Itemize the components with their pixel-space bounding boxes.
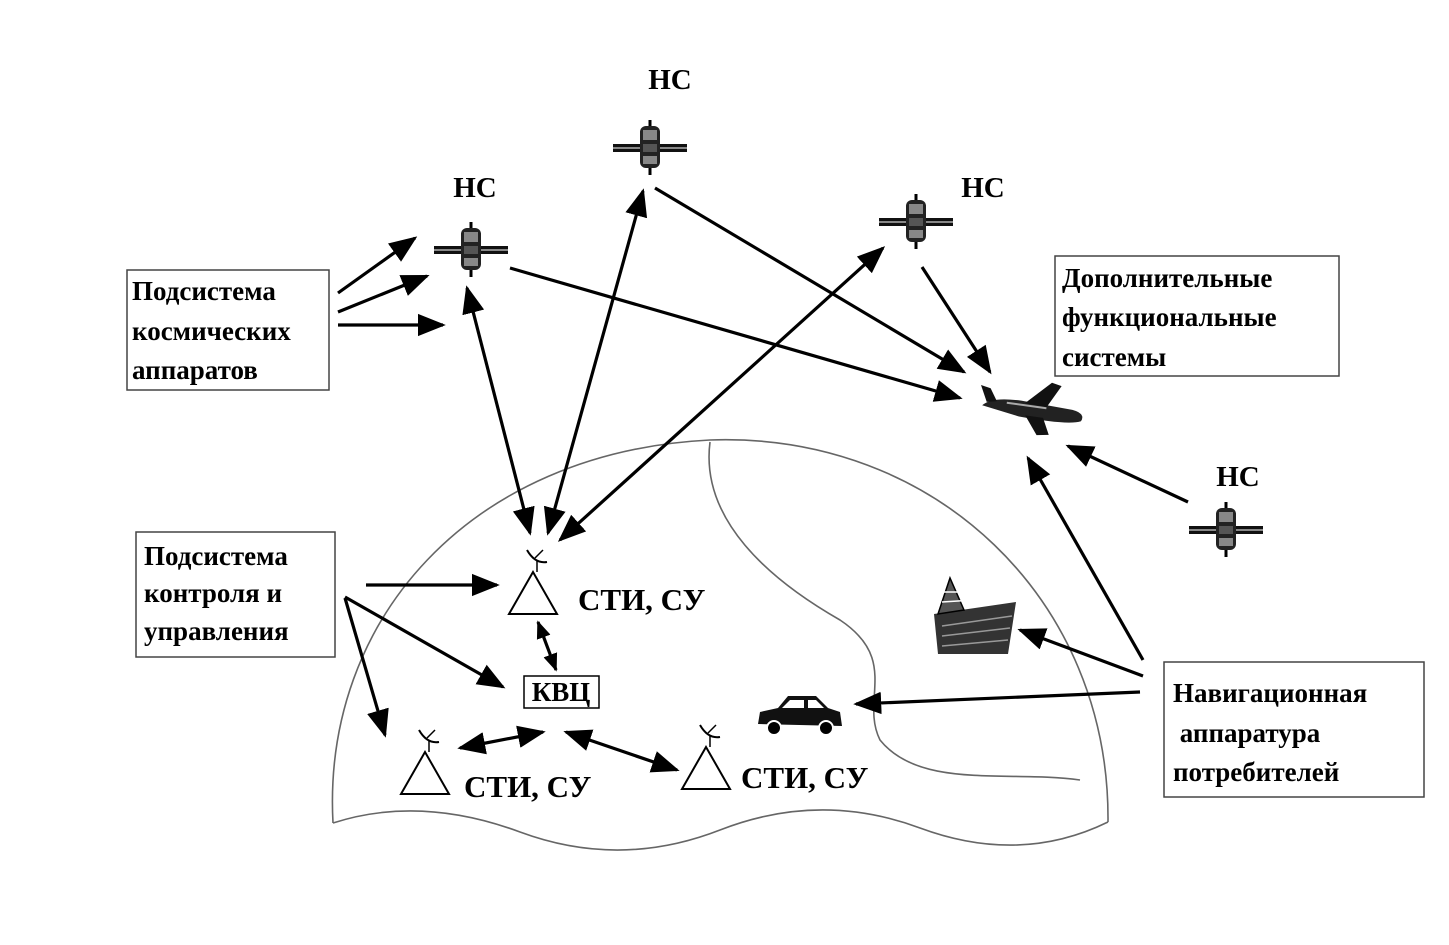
arrow-user-to-car xyxy=(853,690,1141,715)
arrows xyxy=(337,186,1189,773)
station-label-1: СТИ, СУ xyxy=(578,582,706,617)
space-box-line-3: аппаратов xyxy=(132,355,258,385)
antenna-station-icon xyxy=(400,729,450,795)
control-subsystem-box: Подсистема контроля и управления xyxy=(135,531,336,658)
arrow-space-to-sat1b xyxy=(337,274,430,314)
augment-box-line-1: Дополнительные xyxy=(1062,263,1272,293)
control-box-line-2: контроля и xyxy=(144,578,282,608)
user-equipment-box: Навигационная аппаратура потребителей xyxy=(1163,661,1425,798)
augment-box-line-2: функциональные xyxy=(1062,302,1277,332)
arrow-station1-kvc xyxy=(536,620,558,672)
arrow-sat3-to-plane xyxy=(920,266,992,375)
car-icon xyxy=(758,696,842,736)
space-box-line-2: космических xyxy=(132,316,291,346)
arrow-sat3-station xyxy=(557,246,886,542)
control-box-line-1: Подсистема xyxy=(144,541,288,571)
control-box-line-3: управления xyxy=(144,616,289,646)
user-box-line-1: Навигационная xyxy=(1173,678,1367,708)
coastline xyxy=(708,441,1081,781)
satellite-icon xyxy=(877,192,955,251)
arrow-sat1-kvc-station xyxy=(462,285,535,536)
arrow-control-to-kvc xyxy=(344,595,506,689)
ship-icon xyxy=(934,575,1016,654)
arrow-user-to-plane xyxy=(1026,455,1145,661)
arrow-sat1-to-plane xyxy=(509,266,963,402)
satellite-label-lower-right: НС xyxy=(1216,461,1260,493)
satellite-label-left: НС xyxy=(453,172,497,204)
arrow-control-to-station2 xyxy=(343,597,389,738)
arrow-station2-link xyxy=(457,725,546,755)
arrow-user-to-ship xyxy=(1017,628,1144,678)
augmentation-systems-box: Дополнительные функциональные системы xyxy=(1054,255,1340,377)
space-box-line-1: Подсистема xyxy=(132,276,276,306)
antenna-station-icon xyxy=(508,549,558,615)
airplane-icon xyxy=(981,382,1083,436)
station-label-2: СТИ, СУ xyxy=(464,769,592,804)
arrow-sat2-station xyxy=(543,188,648,536)
satellite-icon xyxy=(611,118,689,177)
space-subsystem-box: Подсистема космических аппаратов xyxy=(126,269,330,391)
user-box-line-2: аппаратура xyxy=(1173,718,1321,748)
kvc-box xyxy=(523,675,600,709)
satellite-label-right: НС xyxy=(961,172,1005,204)
arrow-station3-link xyxy=(563,729,680,773)
user-box-line-3: потребителей xyxy=(1173,757,1339,787)
arrow-sat4-to-plane xyxy=(1065,444,1189,504)
satellite-icon xyxy=(1187,500,1265,559)
satellite-label-top: НС xyxy=(648,64,692,96)
station-label-3: СТИ, СУ xyxy=(741,760,869,795)
earth-wavy-base xyxy=(332,809,1109,851)
satellite-icon xyxy=(432,220,510,279)
arrow-space-to-sat1a xyxy=(337,236,418,295)
arrow-sat2-to-plane xyxy=(654,186,967,374)
augment-box-line-3: системы xyxy=(1062,342,1166,372)
kvc-label: КВЦ xyxy=(532,677,591,707)
antenna-station-icon xyxy=(681,724,731,790)
